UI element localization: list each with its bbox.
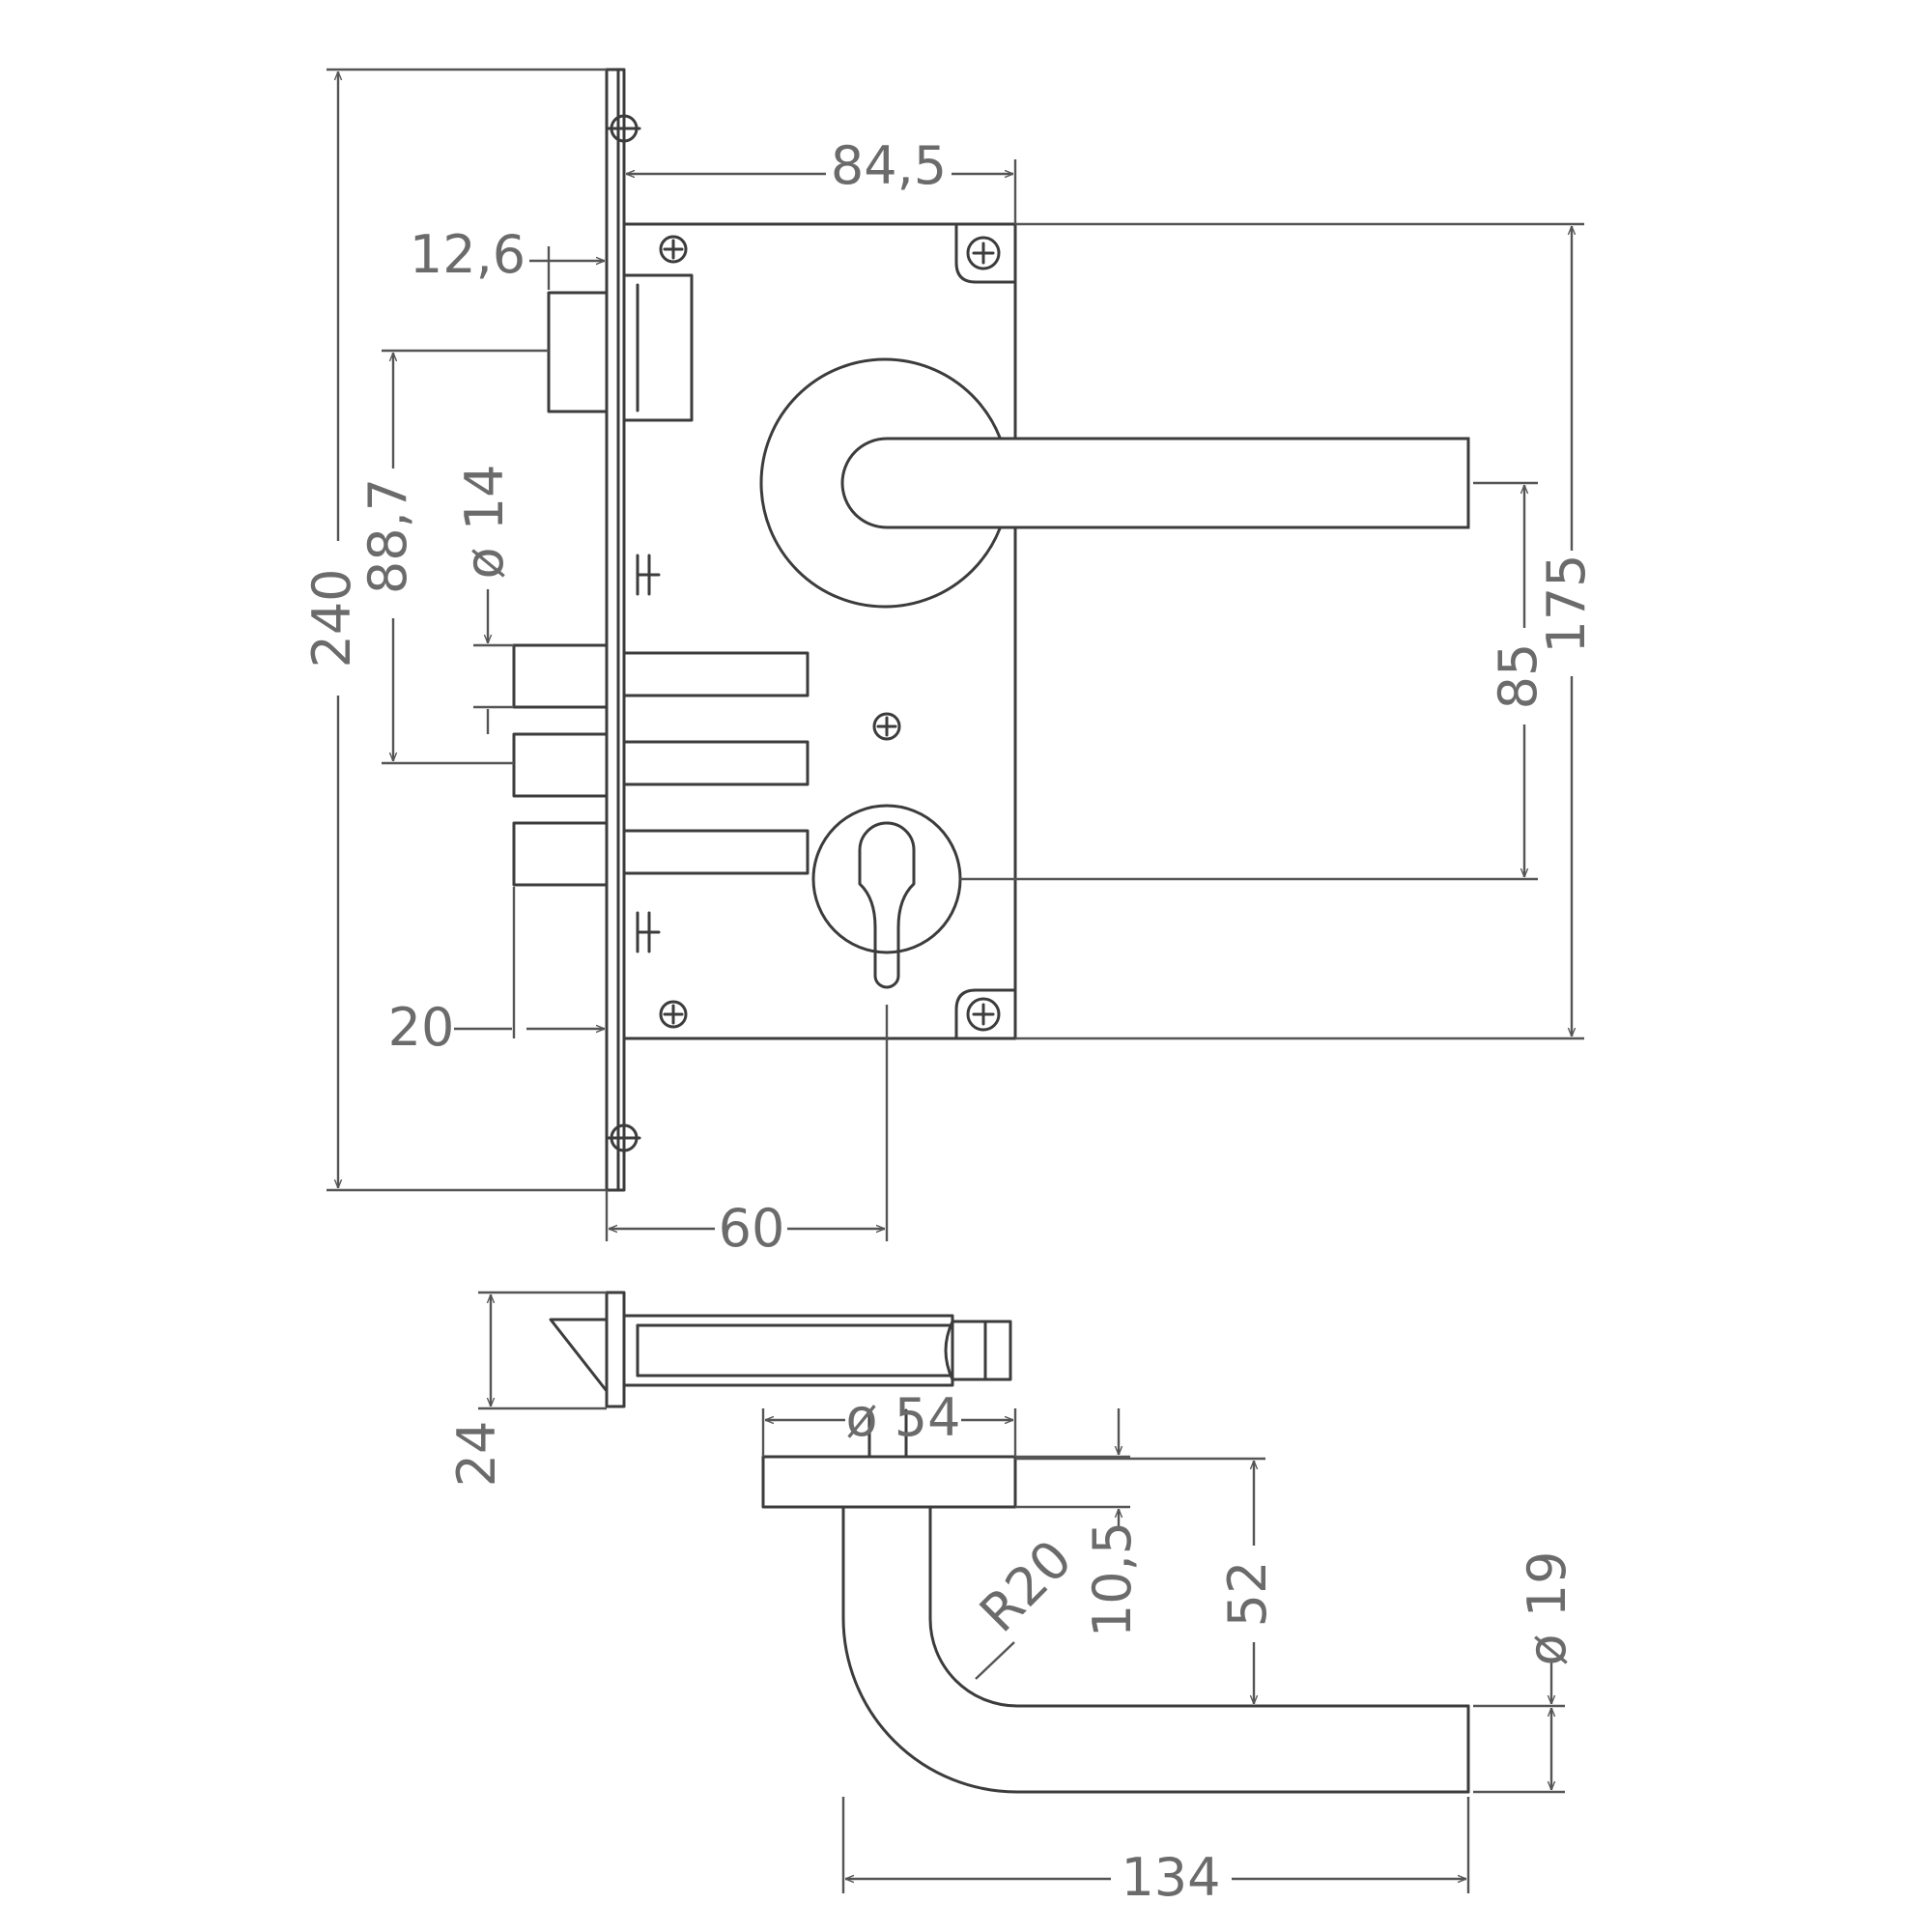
- dimension-88-7: 88,7: [357, 478, 418, 594]
- latch-bolt: [547, 273, 694, 422]
- lock-case: [622, 222, 1017, 1040]
- dimension-12-6: 12,6: [410, 224, 526, 285]
- lever-handle-front: [759, 357, 1470, 609]
- case-screw-bottom-right-icon: [954, 988, 1017, 1040]
- dimension-134: 134: [1121, 1847, 1220, 1908]
- dead-bolts: [512, 643, 810, 887]
- dimension-handle-diameter-19: ø 19: [1517, 1551, 1577, 1666]
- guide-bracket-upper: [636, 554, 661, 596]
- lock-body-side: [622, 1314, 954, 1387]
- dimension-85: 85: [1488, 643, 1548, 710]
- dimension-10-5: 10,5: [1082, 1521, 1143, 1637]
- side-view: [549, 1291, 1470, 1794]
- dimension-24: 24: [446, 1421, 507, 1488]
- dimension-52: 52: [1217, 1561, 1278, 1628]
- latch-bevel: [549, 1318, 609, 1393]
- front-dimensions: 240 88,7 ø 14 12,6 84,5 175 85: [301, 68, 1597, 1259]
- dimension-diameter-14: ø 14: [454, 465, 515, 580]
- faceplate-screw-bottom-icon: [607, 1123, 641, 1152]
- dimension-20: 20: [388, 997, 455, 1058]
- faceplate-screw-top-icon: [607, 114, 641, 143]
- lever: [840, 437, 1470, 529]
- dimension-radius-20: R20: [968, 1528, 1084, 1644]
- case-screw-center-icon: [872, 712, 901, 741]
- handle-rose-side: [761, 1455, 1017, 1509]
- front-view: [512, 68, 1470, 1192]
- case-screw-bottom-left-icon: [659, 1000, 688, 1029]
- side-dimensions: 24 ø 54 10,5 R20 52 ø 19 134: [446, 1291, 1577, 1908]
- dimension-60: 60: [719, 1198, 785, 1259]
- cylinder-escutcheon: [811, 804, 962, 989]
- case-screw-top-right-icon: [954, 222, 1017, 284]
- faceplate: [605, 68, 626, 1192]
- case-screw-top-left-icon: [659, 235, 688, 264]
- dimension-rose-diameter-54: ø 54: [846, 1387, 961, 1448]
- dimension-175: 175: [1536, 554, 1597, 653]
- guide-bracket-lower: [636, 911, 661, 953]
- dimension-240: 240: [301, 568, 362, 668]
- dimension-84-5: 84,5: [831, 135, 947, 196]
- lever-handle-side: [841, 1505, 1470, 1794]
